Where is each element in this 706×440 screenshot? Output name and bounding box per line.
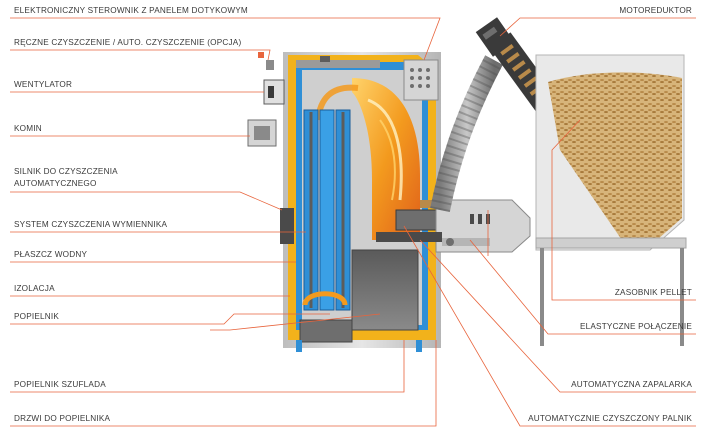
boiler xyxy=(247,52,441,352)
flexible-connection xyxy=(430,55,503,212)
label-chimney: KOMIN xyxy=(14,124,42,133)
gear-motor xyxy=(475,17,515,57)
combustion-flame xyxy=(352,78,420,240)
label-ash-pan: POPIELNIK xyxy=(14,312,60,321)
label-burner: AUTOMATYCZNIE CZYSZCZONY PALNIK xyxy=(528,414,692,423)
label-igniter: AUTOMATYCZNA ZAPALARKA xyxy=(571,380,692,389)
burner-head xyxy=(395,209,437,231)
label-motor-line1: SILNIK DO CZYSZCZENIA xyxy=(14,167,118,176)
ash-drawer xyxy=(299,319,353,343)
hopper-leg-left xyxy=(540,248,544,346)
hopper-leg-right xyxy=(680,248,684,346)
exchanger-tube-2 xyxy=(319,109,335,311)
ash-pan xyxy=(351,249,419,331)
label-gear-motor: MOTOREDUKTOR xyxy=(619,6,692,15)
label-cleaning: RĘCZNE CZYSZCZENIE / AUTO. CZYSZCZENIE (… xyxy=(14,38,242,47)
label-fan: WENTYLATOR xyxy=(14,80,73,89)
ignition-tube xyxy=(376,232,442,242)
leader-lines xyxy=(10,17,696,427)
label-water-jacket: PŁASZCZ WODNY xyxy=(14,250,88,259)
label-pellet-hopper: ZASOBNIK PELLET xyxy=(614,288,692,297)
controller-panel xyxy=(403,59,439,101)
pellet-fill xyxy=(548,72,682,246)
label-exchanger-cleaning: SYSTEM CZYSZCZENIA WYMIENNIKA xyxy=(14,220,168,229)
label-flexible-connection: ELASTYCZNE POŁĄCZENIE xyxy=(579,322,692,331)
pellet-hopper xyxy=(535,54,687,346)
label-ash-door: DRZWI DO POPIELNIKA xyxy=(14,414,111,423)
label-ash-drawer: POPIELNIK SZUFLADA xyxy=(14,380,106,389)
label-motor-line2: AUTOMATYCZNEGO xyxy=(14,179,97,188)
burner-assembly xyxy=(376,199,531,253)
cleaning-lid xyxy=(296,60,380,68)
label-insulation: IZOLACJA xyxy=(14,284,55,293)
label-controller: ELEKTRONICZNY STEROWNIK Z PANELEM DOTYKO… xyxy=(14,6,248,15)
cleaning-motor xyxy=(280,208,294,244)
